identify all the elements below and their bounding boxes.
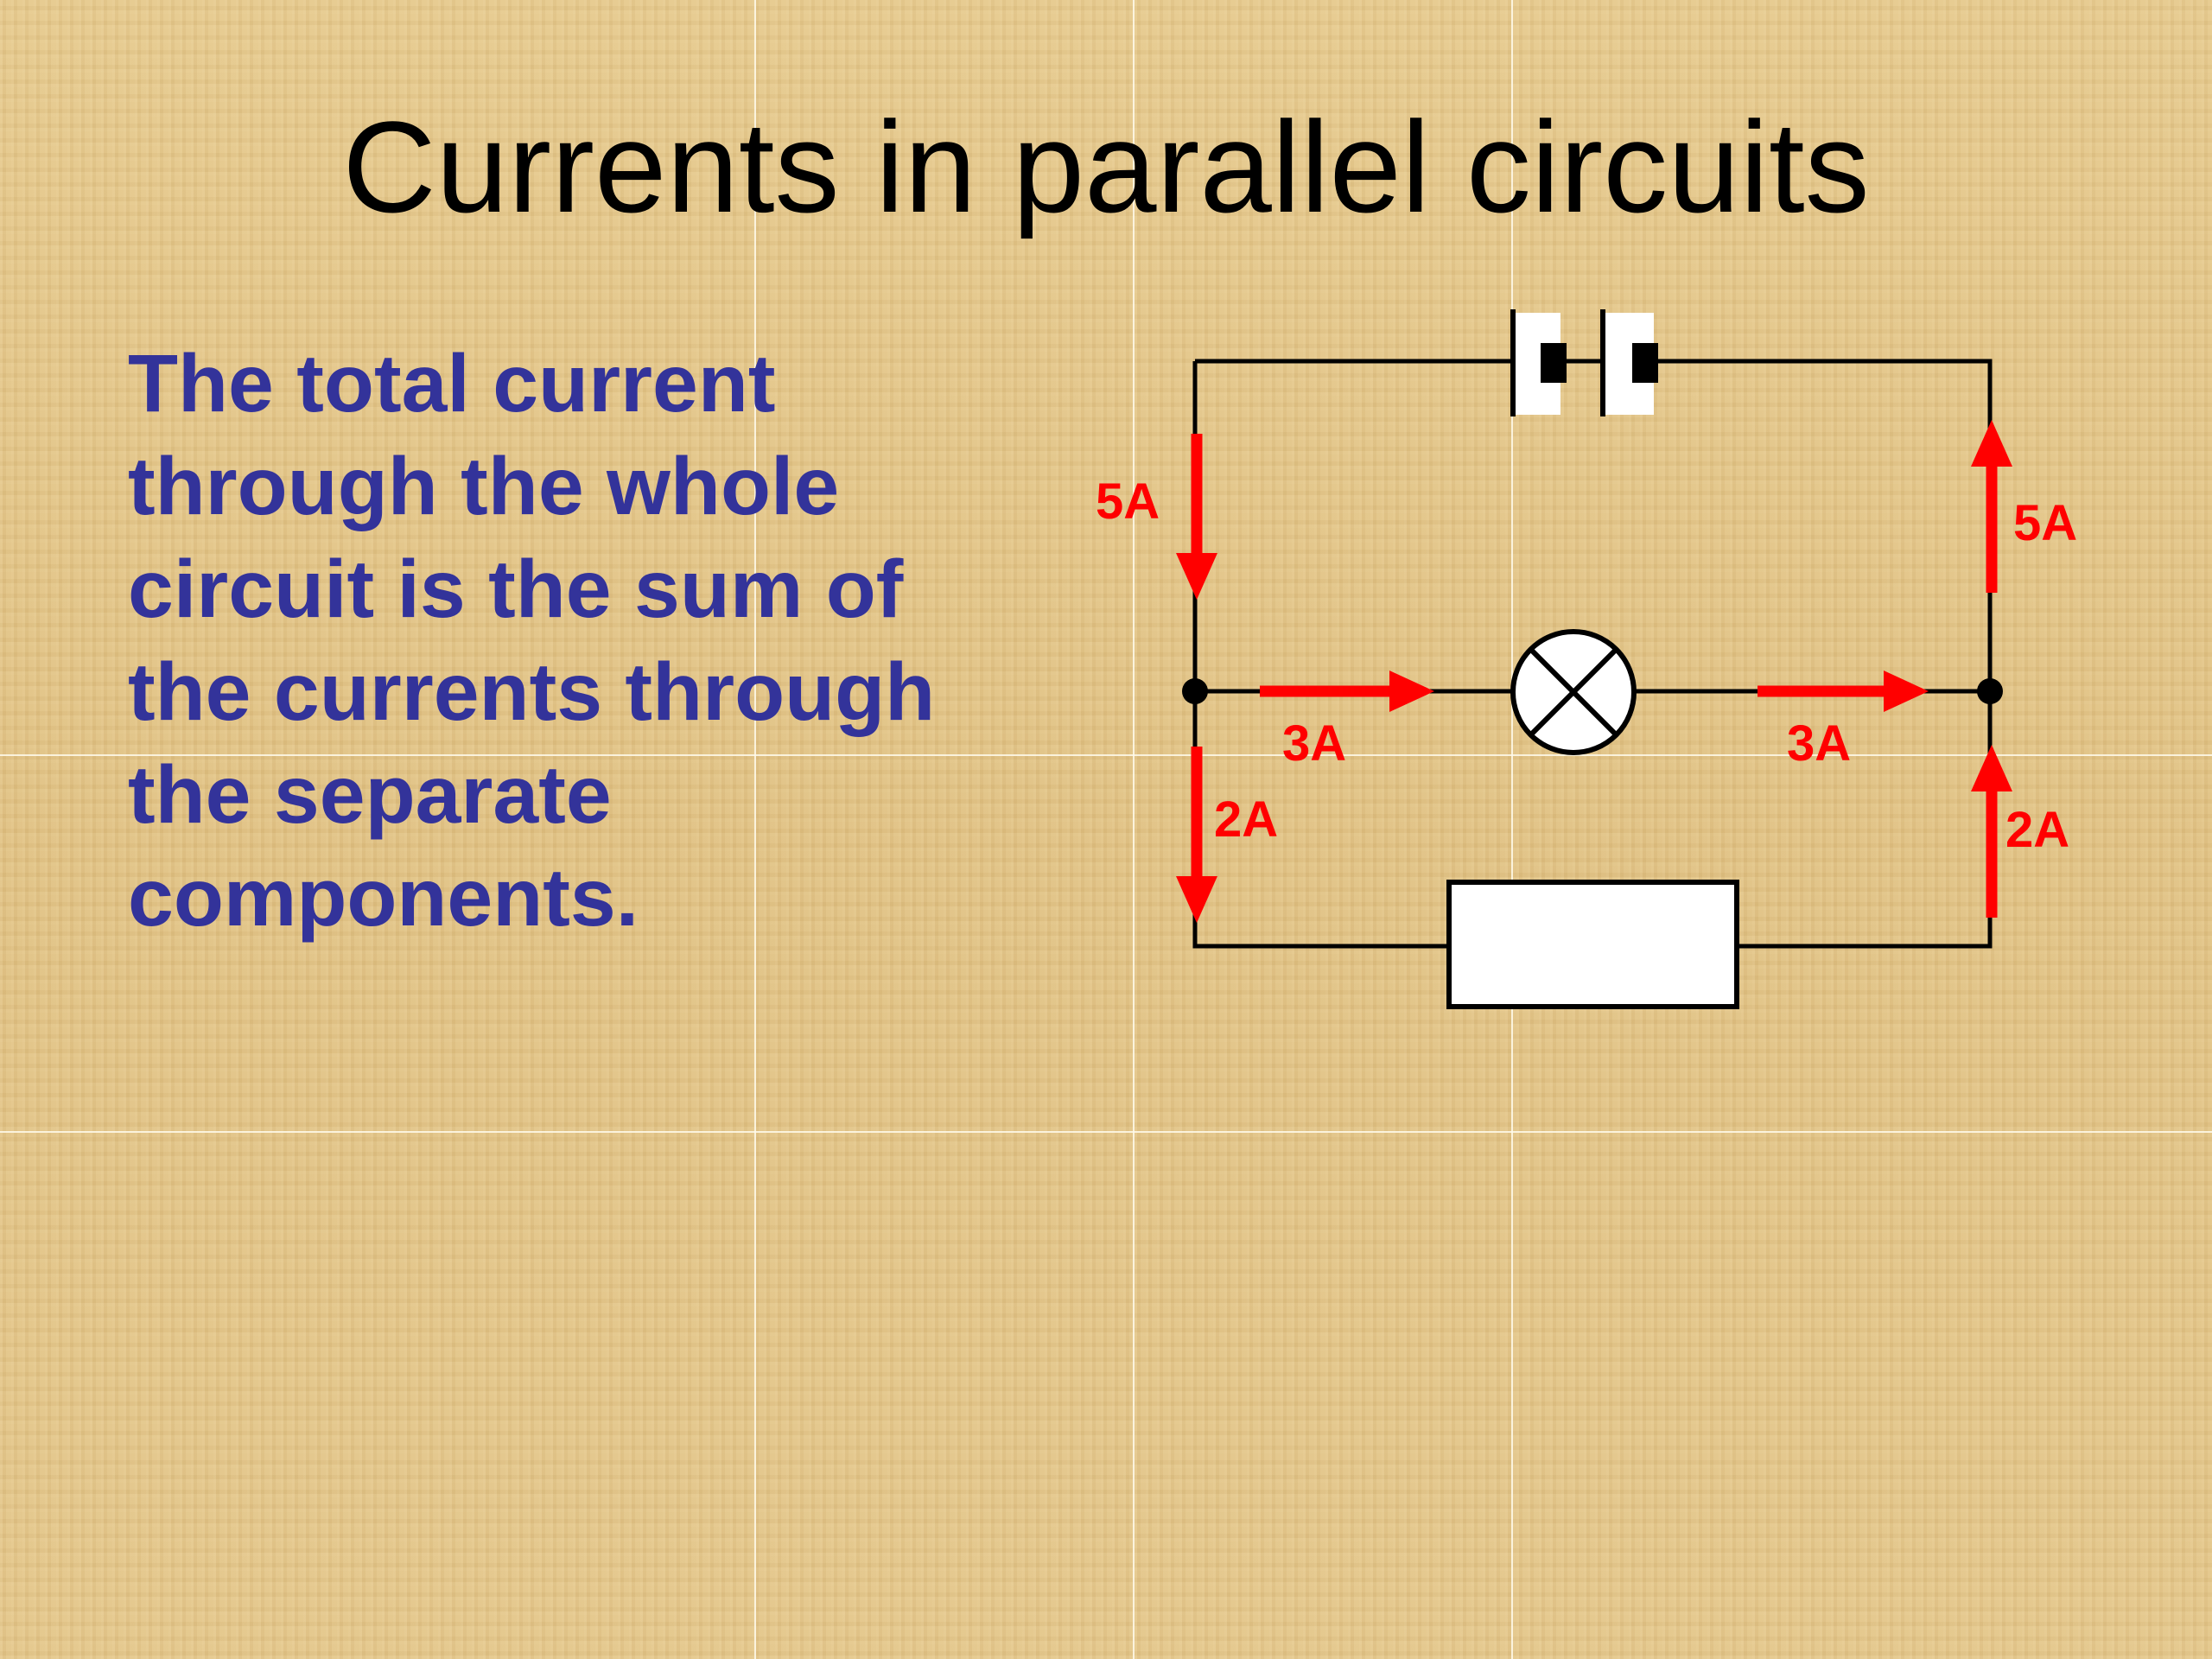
- background-tile-seam: [754, 0, 756, 1659]
- left-junction-node: [1182, 678, 1208, 704]
- resistor-branch-wire-right: [1737, 691, 1993, 949]
- lamp-icon: [1510, 629, 1637, 755]
- body-line: circuit is the sum of: [128, 543, 904, 635]
- current-label-left-main: 5A: [1096, 474, 1160, 530]
- current-label-resistor-in: 2A: [1214, 791, 1278, 848]
- background-tile-seam: [0, 1131, 2212, 1133]
- background-tile-seam: [1133, 0, 1135, 1659]
- body-line: the currents through: [128, 646, 936, 738]
- body-paragraph: The total current through the whole circ…: [128, 333, 1027, 950]
- arrow-lamp-branch-out: [1758, 671, 1929, 712]
- arrow-resistor-branch-down: [1176, 747, 1217, 923]
- current-label-resistor-out: 2A: [2005, 802, 2069, 858]
- current-label-lamp-out: 3A: [1787, 715, 1851, 772]
- body-line: through the whole: [128, 441, 840, 532]
- right-junction-node: [1977, 678, 2003, 704]
- arrow-lamp-branch-in: [1260, 671, 1434, 712]
- top-wire-right: [1655, 359, 1993, 691]
- body-line: components.: [128, 852, 639, 944]
- arrow-resistor-branch-up: [1971, 745, 2012, 918]
- background-tile-seam: [1511, 0, 1513, 1659]
- current-label-lamp-in: 3A: [1282, 715, 1346, 772]
- body-line: the separate: [128, 749, 612, 841]
- slide-title: Currents in parallel circuits: [342, 94, 1870, 239]
- battery-cell-icon: [1510, 309, 1658, 416]
- current-arrows: [1176, 420, 2012, 923]
- resistor-icon: [1446, 880, 1739, 1009]
- current-label-right-main: 5A: [2013, 495, 2077, 551]
- background-tile-seam: [0, 754, 2212, 756]
- body-line: The total current: [128, 338, 776, 429]
- arrow-left-main-down: [1176, 434, 1217, 600]
- arrow-right-main-up: [1971, 420, 2012, 593]
